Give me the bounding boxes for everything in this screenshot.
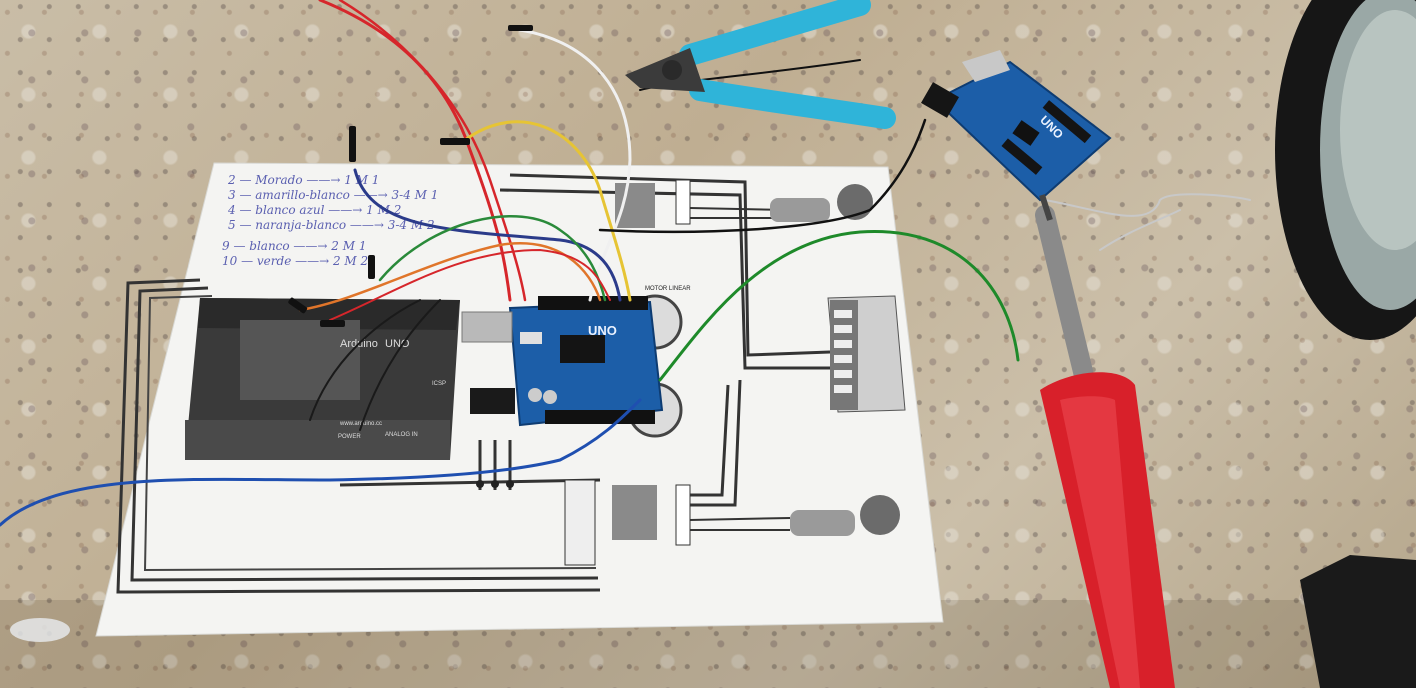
jumper-wires (0, 0, 1251, 527)
header-analog (545, 410, 655, 424)
note-line-2: 3 — amarillo-blanco ——→ 3-4 M 1 (228, 188, 438, 202)
arduino-board-secondary: UNO (921, 50, 1112, 202)
header-digital (538, 296, 648, 310)
usb-connector (461, 311, 513, 343)
printed-motor-top (675, 179, 873, 225)
printed-analog-label: ANALOG IN (385, 432, 418, 438)
wire-pins (288, 25, 533, 327)
arduino-board-main: UNO (461, 296, 664, 427)
printed-driver-top (615, 183, 655, 228)
printed-motor-bottom (675, 484, 900, 546)
chip (560, 335, 605, 363)
printed-power-supply (827, 295, 906, 413)
clamp-tool (1300, 555, 1416, 688)
note-line-4: 5 — naranja-blanco ——→ 3-4 M 2 (228, 218, 435, 232)
printed-linear-label: MOTOR LINEAR (645, 286, 691, 292)
printed-website: www.arduino.cc (339, 421, 382, 427)
crystal (520, 332, 542, 344)
printed-icsp-label: ICSP (432, 381, 446, 387)
power-jack (470, 388, 515, 414)
note-line-6: 10 — verde ——→ 2 M 2 (222, 254, 368, 268)
printed-arduino-model: UNO (385, 338, 410, 350)
soldering-iron (1035, 194, 1175, 688)
magnifier-lamp (1275, 0, 1416, 340)
printed-driver-bottom (612, 485, 657, 540)
light-glare (10, 618, 70, 642)
wire-cutters (625, 0, 896, 129)
printed-header-block (564, 479, 596, 566)
board-label-main: UNO (588, 323, 617, 338)
printed-power-label: POWER (338, 434, 361, 440)
note-line-3: 4 — blanco azul ——→ 1 M 2 (227, 203, 401, 217)
note-line-5: 9 — blanco ——→ 2 M 1 (222, 239, 366, 253)
handwritten-notes: 2 — Morado ——→ 1 M 1 3 — amarillo-blanco… (222, 173, 438, 268)
printed-arduino-image: Arduino UNO www.arduino.cc POWER ANALOG … (185, 298, 460, 460)
note-line-1: 2 — Morado ——→ 1 M 1 (227, 173, 379, 187)
